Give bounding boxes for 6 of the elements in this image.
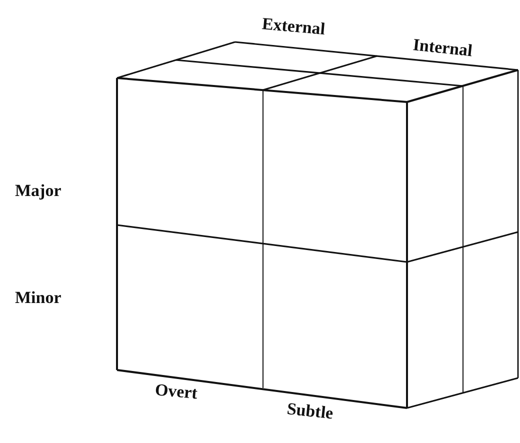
axis-label: Minor bbox=[15, 288, 62, 308]
axis-label: External bbox=[261, 14, 326, 40]
axis-label: Overt bbox=[154, 380, 198, 404]
axis-label: Internal bbox=[412, 35, 474, 62]
axis-label: Subtle bbox=[286, 399, 334, 424]
axis-label: Major bbox=[15, 181, 62, 201]
